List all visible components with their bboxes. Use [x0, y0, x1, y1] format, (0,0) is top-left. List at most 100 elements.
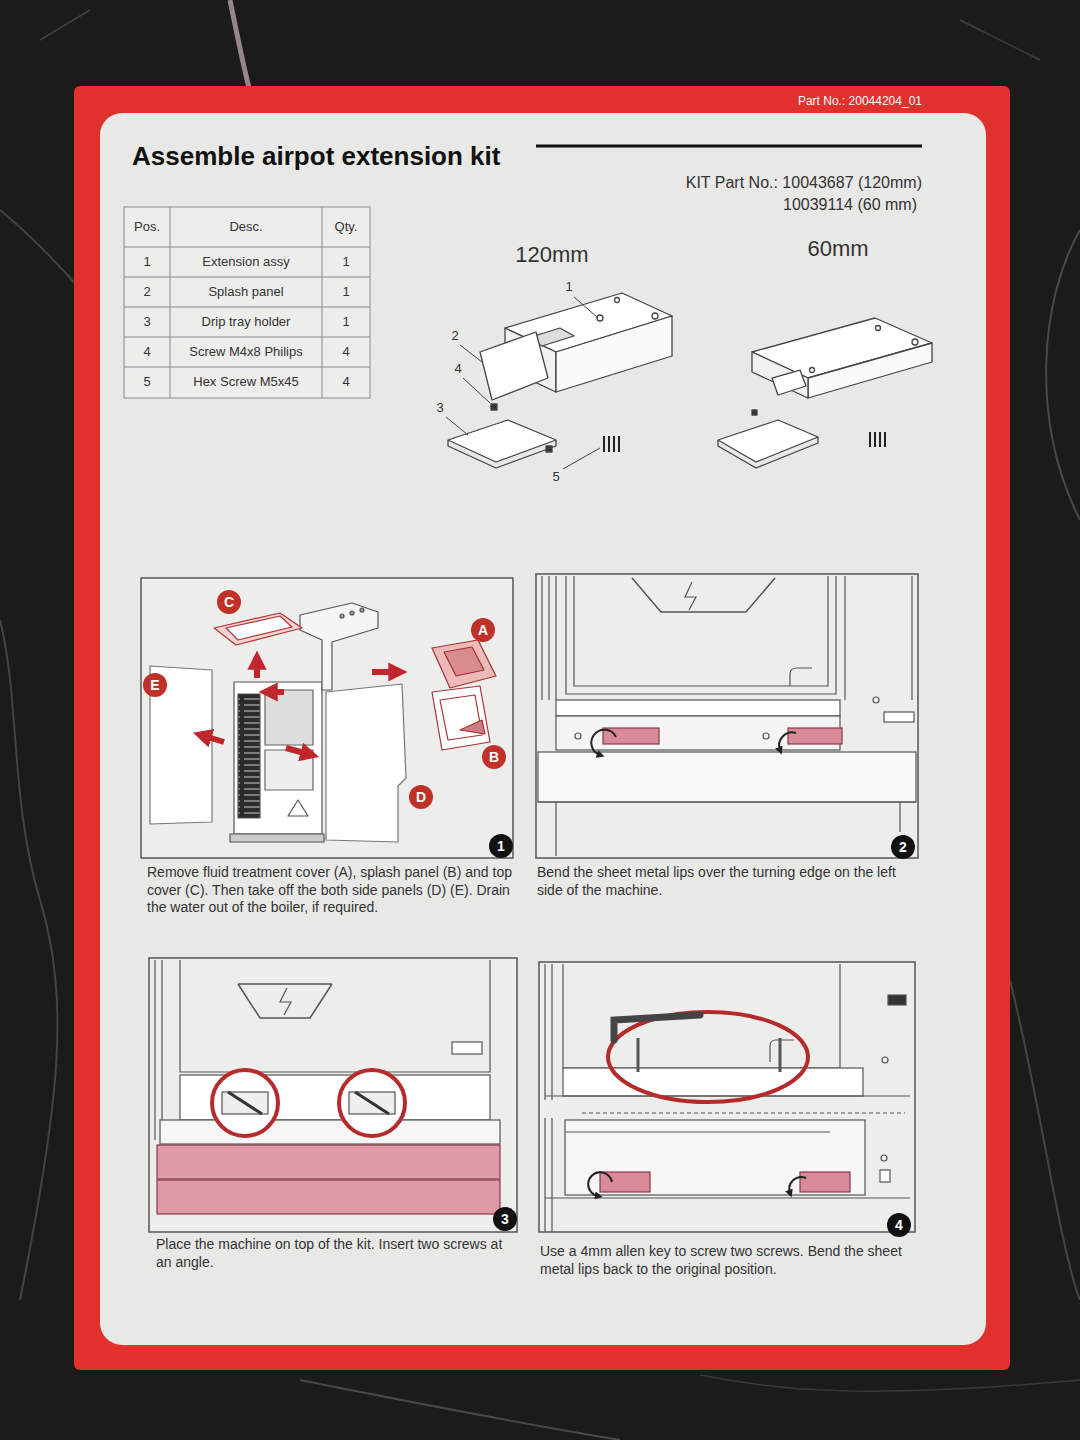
- step-caption: Use a 4mm allen key to screw two screws.…: [540, 1243, 916, 1278]
- table-cell: Pos.: [126, 219, 168, 235]
- step2-drawing-part: [790, 668, 812, 686]
- callout-number: 1: [559, 279, 579, 295]
- step3-drawing-part: [349, 1092, 395, 1114]
- part-letter: E: [143, 673, 167, 697]
- kit-60-drawing-part: [876, 326, 881, 331]
- step4-drawing-part: [882, 1057, 888, 1063]
- step2-drawing-part: [899, 802, 900, 832]
- step1-drawing-part: [288, 800, 308, 816]
- kit-120-drawing-part: [448, 440, 556, 468]
- label-box: Bend the sheet metal lips over the turni…: [537, 864, 917, 899]
- parts-table-part: [322, 207, 323, 398]
- part-letter: B: [482, 745, 506, 769]
- marble-background-part: [300, 1380, 620, 1440]
- kit-120-drawing-part: [480, 332, 548, 400]
- step3-drawing-part: [212, 1070, 278, 1136]
- table-cell: 5: [126, 374, 168, 390]
- part-letter: C: [217, 590, 241, 614]
- label-box: 3: [430, 400, 450, 416]
- label-box: KIT Part No.: 10043687 (120mm): [560, 173, 922, 193]
- marble-background-part: [230, 0, 250, 92]
- step2-drawing-part: [603, 728, 659, 744]
- step2-drawing-part: [566, 576, 836, 694]
- step2-drawing-part: [911, 576, 912, 700]
- card-border: [74, 86, 1010, 1370]
- step4-drawing-part: [565, 1131, 830, 1132]
- table-cell: 1: [324, 314, 368, 330]
- step3-drawing-part: [452, 1042, 482, 1054]
- table-cell: 4: [126, 344, 168, 360]
- step3-drawing-part: [154, 960, 155, 1140]
- size-heading: 120mm: [482, 241, 622, 269]
- label-box: Qty.: [324, 219, 368, 235]
- kit-part-number: KIT Part No.: 10043687 (120mm): [560, 173, 922, 193]
- label-box: 4: [324, 374, 368, 390]
- table-cell: 2: [126, 284, 168, 300]
- kit-60-drawing-part: [912, 339, 918, 345]
- kit-60-drawing-part: [874, 432, 876, 447]
- kit-120-drawing-part: [652, 313, 658, 319]
- step2-drawing: [536, 574, 918, 858]
- kit-60-drawing-part: [718, 437, 818, 468]
- step2-drawing-part: [556, 700, 840, 716]
- step4-drawing-part: [551, 1118, 552, 1232]
- title-rule-part: [536, 145, 922, 148]
- step2-drawing-part: [884, 712, 914, 722]
- label-box: Extension assy: [172, 254, 320, 270]
- kit-60-drawing-part: [810, 368, 815, 373]
- callout-number: 3: [430, 400, 450, 416]
- step4-drawing-part: [888, 995, 906, 1005]
- step2-drawing-part: [575, 733, 581, 739]
- leader-line-part: [574, 297, 598, 318]
- table-cell: Screw M4x8 Philips: [172, 344, 320, 360]
- marble-background-part: [700, 1375, 1080, 1391]
- step-caption: Place the machine on top of the kit. Ins…: [156, 1236, 518, 1271]
- kit-120-drawing-part: [491, 404, 497, 410]
- table-cell: Splash panel: [172, 284, 320, 300]
- part-number: Part No.: 20044204_01: [700, 94, 922, 109]
- kit-120-drawing-part: [603, 436, 605, 452]
- label-box: 1: [559, 279, 579, 295]
- table-cell: 4: [324, 344, 368, 360]
- step2-drawing-part: [538, 801, 916, 802]
- parts-table-part: [124, 207, 370, 398]
- step3-drawing-part: [339, 1070, 405, 1136]
- step4-drawing-part: [588, 1172, 612, 1196]
- table-cell: 1: [324, 284, 368, 300]
- kit-60-drawing-part: [752, 352, 808, 398]
- step1-drawing-part: [214, 613, 302, 645]
- circle-fill: [217, 590, 241, 614]
- kit-60-drawing: [718, 318, 932, 468]
- kit-120-drawing-part: [618, 436, 620, 452]
- kit-120-drawing-part: [608, 436, 610, 452]
- step3-drawing-part: [228, 1092, 262, 1114]
- step1-drawing-part: [340, 614, 344, 618]
- table-cell: 1: [324, 254, 368, 270]
- step2-drawing-part: [844, 576, 845, 700]
- step2-drawing-part: [873, 697, 879, 703]
- circle-fill: [489, 834, 513, 858]
- label-box: Hex Screw M5x45: [172, 374, 320, 390]
- step1-drawing-part: [230, 834, 324, 842]
- step4-drawing-part: [779, 1038, 782, 1072]
- label-box: 3: [126, 314, 168, 330]
- step3-drawing-part: [280, 988, 291, 1015]
- title: Assemble airpot extension kit: [132, 140, 500, 173]
- label-box: 1: [126, 254, 168, 270]
- step1-drawing-part: [150, 666, 212, 824]
- leader-line-part: [460, 345, 482, 362]
- step4-drawing-part: [544, 1118, 545, 1232]
- kit-60-drawing-part: [869, 432, 871, 447]
- table-cell: 3: [126, 314, 168, 330]
- step2-drawing-part: [555, 802, 556, 856]
- card-border-part: [100, 113, 986, 1345]
- step2-drawing-part: [574, 576, 828, 686]
- label-box: 5: [126, 374, 168, 390]
- label-box: Desc.: [172, 219, 320, 235]
- step1-drawing-part: [460, 720, 485, 734]
- step1-drawing-part: [270, 689, 284, 695]
- node-text: E: [150, 678, 159, 692]
- label-box: 1: [324, 284, 368, 300]
- node-text: D: [416, 790, 426, 804]
